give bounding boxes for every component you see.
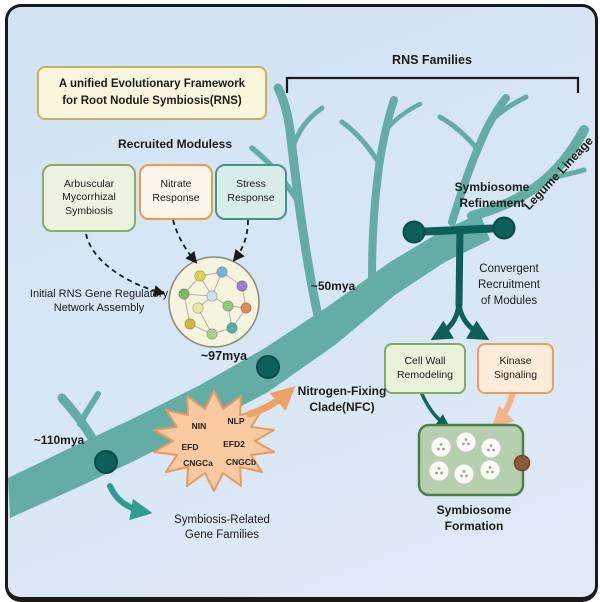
convergent-recruitment-label: Convergent Recruitment of Modules xyxy=(478,263,540,308)
gene-nin: NIN xyxy=(191,421,207,431)
framework-title-box: A unified Evolutionary Framework for Roo… xyxy=(37,66,267,120)
gene-nlp: NLP xyxy=(227,416,245,426)
module-arbuscular-mycorrhizal: Arbuscular Mycorrhizal Symbiosis xyxy=(42,164,136,232)
rns-families-header: RNS Families xyxy=(392,53,472,67)
label-110mya: ~110mya xyxy=(33,433,85,447)
gene-cngca: CNGCa xyxy=(183,458,213,468)
label-97mya: ~97mya xyxy=(200,349,248,363)
label-50mya: ~50mya xyxy=(310,279,356,293)
module-nitrate-response: Nitrate Response xyxy=(139,164,213,220)
gene-cngcb: CNGCb xyxy=(225,457,257,467)
symbiosome-refinement-label: Symbiosome Refinement xyxy=(454,180,530,210)
gene-families-caption: Symbiosis-Related Gene Families xyxy=(174,514,270,541)
module-stress-response: Stress Response xyxy=(215,164,287,220)
gene-efd2: EFD2 xyxy=(223,439,245,449)
gene-efd: EFD xyxy=(181,442,199,452)
symbiosome-formation-label: Symbiosome Formation xyxy=(436,503,512,533)
cell-wall-remodeling-box: Cell Wall Remodeling xyxy=(384,343,466,394)
kinase-signaling-box: Kinase Signaling xyxy=(477,343,554,394)
recruited-modules-header: Recruited Moduless xyxy=(117,137,233,151)
network-assembly-caption: Initial RNS Gene Regulatory Network Asse… xyxy=(29,288,169,315)
nitrogen-fixing-clade-label: Nitrogen-Fixing Clade(NFC) xyxy=(297,384,387,414)
